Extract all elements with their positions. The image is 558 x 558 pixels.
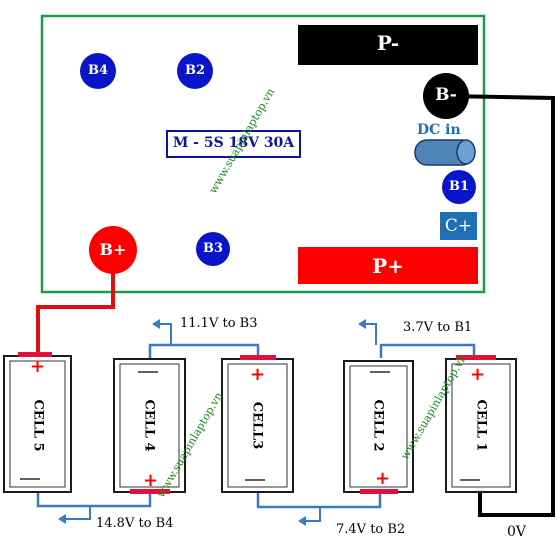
b-plus-terminal xyxy=(89,226,137,274)
dc-in-label: DC in xyxy=(417,122,461,138)
p-plus-pad xyxy=(298,247,478,284)
svg-text:+: + xyxy=(250,364,265,385)
b1-pin xyxy=(442,170,476,204)
model-label-box xyxy=(166,130,301,158)
cell-1: + xyxy=(445,355,517,493)
tap-74v-b2 xyxy=(306,507,321,522)
svg-text:+: + xyxy=(30,356,45,377)
cell-4: + xyxy=(113,358,186,494)
arrow-37v xyxy=(358,319,366,329)
b4-pin xyxy=(80,53,116,89)
note-11-1v-to-b3: 11.1V to B3 xyxy=(180,316,258,331)
arrow-74v xyxy=(298,516,306,526)
p-minus-pad xyxy=(298,25,478,65)
cell-5-label: CELL 5 xyxy=(30,399,46,452)
model-label: M - 5S 18V 30A xyxy=(172,135,295,151)
link-cell2-cell1 xyxy=(379,343,476,358)
p-minus-label: P- xyxy=(376,31,400,55)
arrow-148v xyxy=(58,514,66,524)
dc-in-connector-end xyxy=(456,139,476,165)
note-7-4v-to-b2: 7.4V to B2 xyxy=(336,522,406,537)
tap-11v-b3 xyxy=(160,323,172,345)
cell-2: + xyxy=(343,360,414,494)
b3-pin xyxy=(196,232,230,266)
b-minus-wire xyxy=(445,94,555,517)
cell-3: + xyxy=(221,355,294,493)
b2-pin xyxy=(177,53,213,89)
c-plus-label: C+ xyxy=(444,216,473,236)
svg-text:+: + xyxy=(143,470,158,491)
svg-text:+: + xyxy=(470,364,485,385)
b-minus-label: B- xyxy=(435,85,457,105)
link-cell4-cell3 xyxy=(148,343,260,358)
link-cell3-cell2 xyxy=(256,493,382,509)
note-0v: 0V xyxy=(507,524,527,540)
b-plus-label: B+ xyxy=(99,240,127,259)
cell-4-label: CELL 4 xyxy=(141,399,157,452)
cell-3-label: CELL3 xyxy=(249,401,265,450)
tap-37v-b1 xyxy=(366,323,377,345)
b2-label: B2 xyxy=(184,63,206,78)
b3-label: B3 xyxy=(202,241,224,256)
p-plus-label: P+ xyxy=(372,254,404,278)
svg-text:+: + xyxy=(375,468,390,489)
b-plus-wire xyxy=(36,262,115,357)
tap-148v-b4 xyxy=(66,506,91,520)
cell-1-label: CELL 1 xyxy=(473,399,489,452)
b-minus-terminal xyxy=(423,73,469,119)
note-14-8v-to-b4: 14.8V to B4 xyxy=(96,516,174,531)
cell-5: + xyxy=(3,352,72,493)
b1-label: B1 xyxy=(448,179,470,194)
cell-2-label: CELL 2 xyxy=(370,399,386,452)
link-cell5-cell4 xyxy=(36,493,152,508)
note-3-7v-to-b1: 3.7V to B1 xyxy=(403,320,473,335)
c-plus-box xyxy=(440,212,477,240)
arrow-11v xyxy=(152,319,160,329)
b4-label: B4 xyxy=(87,63,109,78)
